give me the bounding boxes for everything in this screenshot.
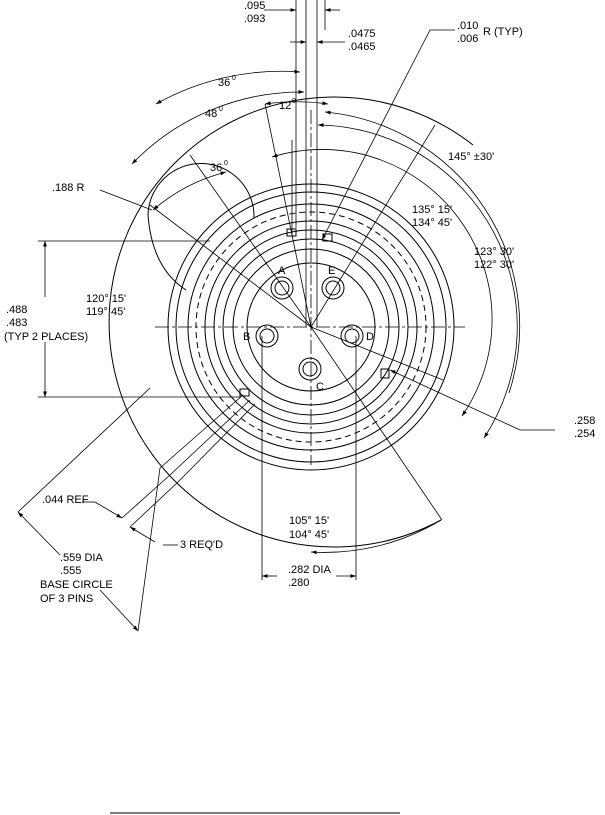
dim-010: .010 bbox=[457, 20, 478, 32]
pin-label-a: A bbox=[278, 265, 286, 277]
angle-48: 48 bbox=[205, 108, 217, 120]
dim-559: .559 DIA bbox=[60, 552, 103, 564]
angle-36-inner: 36 bbox=[210, 162, 222, 174]
radius-188: .188 R bbox=[52, 182, 84, 194]
pin-e bbox=[321, 276, 345, 300]
dim-258: .258 bbox=[574, 415, 595, 427]
typ-2-places: (TYP 2 PLACES) bbox=[4, 331, 88, 343]
pin-label-b: B bbox=[243, 331, 250, 343]
radius-typ-label: R (TYP) bbox=[483, 26, 523, 38]
dim-0475: .0475 bbox=[348, 28, 376, 40]
base-circle-label: BASE CIRCLE bbox=[40, 579, 113, 591]
angle-123: 123° 30' bbox=[474, 246, 514, 258]
dim-095: .095 bbox=[244, 0, 265, 12]
dim-006: .006 bbox=[457, 33, 478, 45]
pin-label-e: E bbox=[328, 265, 335, 277]
dim-0465: .0465 bbox=[348, 41, 376, 53]
degree-sign: 0 bbox=[292, 98, 296, 105]
angle-36-top: 36 bbox=[218, 77, 230, 89]
dim-282: .282 DIA bbox=[288, 564, 331, 576]
angle-105: 105° 15' bbox=[289, 515, 329, 527]
three-reqd: 3 REQ'D bbox=[180, 539, 223, 551]
degree-sign: 0 bbox=[232, 75, 236, 82]
degree-sign: 0 bbox=[219, 106, 223, 113]
dim-483: .483 bbox=[6, 317, 27, 329]
angle-134: 134° 45' bbox=[412, 217, 452, 229]
angle-135: 135° 15' bbox=[412, 204, 452, 216]
dim-044-ref: .044 REF bbox=[42, 494, 89, 506]
dim-254: .254 bbox=[574, 428, 595, 440]
bottom-dimensions bbox=[17, 336, 555, 632]
angle-122: 122° 30' bbox=[474, 259, 514, 271]
dim-093: .093 bbox=[244, 13, 265, 25]
radial-lines bbox=[99, 103, 444, 521]
labels: .095 .093 .0475 .0465 .010 .006 R (TYP) … bbox=[4, 0, 595, 605]
angle-145: 145° ±30' bbox=[448, 151, 494, 163]
top-dimensions bbox=[131, 0, 521, 555]
pin-c bbox=[298, 357, 322, 381]
angle-120: 120° 15' bbox=[86, 293, 126, 305]
pins bbox=[255, 276, 364, 381]
angle-12: 12 bbox=[279, 100, 291, 112]
pin-label-c: C bbox=[316, 381, 324, 393]
pin-label-d: D bbox=[366, 331, 374, 343]
pin-b bbox=[255, 324, 279, 348]
angle-104: 104° 45' bbox=[289, 529, 329, 541]
degree-sign: 0 bbox=[224, 160, 228, 167]
angle-119: 119° 45' bbox=[86, 306, 125, 318]
pin-a bbox=[270, 276, 294, 300]
dim-280: .280 bbox=[288, 577, 309, 589]
dim-488: .488 bbox=[6, 304, 27, 316]
of-3-pins-label: OF 3 PINS bbox=[40, 593, 93, 605]
body-outline bbox=[108, 96, 474, 548]
dim-555: .555 bbox=[60, 565, 81, 577]
left-dimension bbox=[38, 240, 240, 398]
